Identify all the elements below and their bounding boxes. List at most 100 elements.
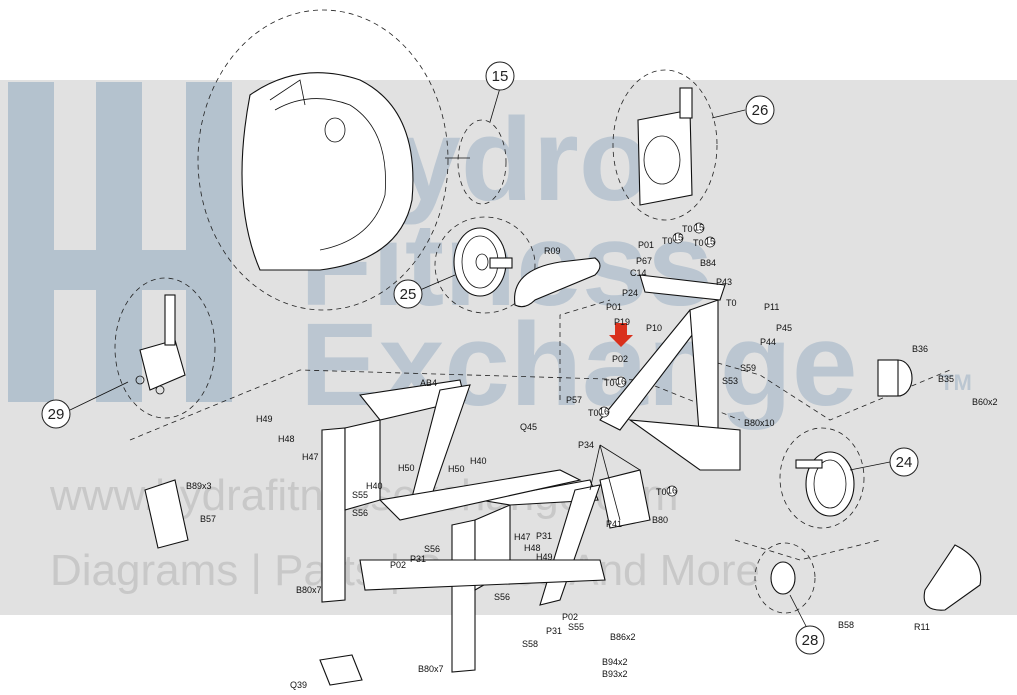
motor-26 <box>637 87 693 206</box>
part-label: P01 <box>606 302 622 312</box>
callout-26-text: 26 <box>752 102 769 119</box>
circled-number: 15 <box>705 237 715 247</box>
part-label: P44 <box>760 337 776 347</box>
callout-26: 26 <box>745 95 775 125</box>
part-label: P24 <box>622 288 638 298</box>
part-label: S56 <box>494 592 510 602</box>
part-label: B86x2 <box>610 632 636 642</box>
part-label: P31 <box>536 531 552 541</box>
callout-15: 15 <box>485 61 515 91</box>
part-label: B36 <box>912 344 928 354</box>
part-label: Q45 <box>520 422 537 432</box>
part-label: R09 <box>544 246 561 256</box>
part-label: P41 <box>606 519 622 529</box>
pointer-arrow <box>609 323 633 347</box>
part-label: T0 <box>588 408 599 418</box>
part-label: P19 <box>614 317 630 327</box>
part-label: T0 <box>682 224 693 234</box>
callout-28: 28 <box>795 625 825 655</box>
callout-25: 25 <box>393 279 423 309</box>
part-label: P43 <box>716 277 732 287</box>
part-label: B94x2 <box>602 657 628 667</box>
part-label: P31 <box>410 554 426 564</box>
circled-numbers: 15 15 15 16 16 16 <box>598 223 716 497</box>
part-label: H47 <box>514 532 531 542</box>
part-label: H50 <box>448 464 465 474</box>
part-label: P02 <box>390 560 406 570</box>
part-label: T0 <box>656 487 667 497</box>
bracket-b57 <box>144 479 189 549</box>
part-label: H40 <box>470 456 487 466</box>
part-label: H48 <box>524 543 541 553</box>
part-label: P67 <box>636 256 652 266</box>
part-label: S56 <box>424 544 440 554</box>
part-label: S56 <box>352 508 368 518</box>
watermark-tm: TM <box>940 370 972 395</box>
part-label: B89x3 <box>186 481 212 491</box>
part-labels: R09 P01 T0 T0 T0 P67 B84 C14 P24 P43 T0 … <box>186 224 998 690</box>
part-label: H49 <box>536 552 553 562</box>
main-frame <box>321 274 741 673</box>
part-label: B80x7 <box>296 585 322 595</box>
part-label: P34 <box>578 440 594 450</box>
roller-b36 <box>877 359 913 397</box>
circled-number: 16 <box>616 377 626 387</box>
part-label: S55 <box>352 490 368 500</box>
part-label: T0 <box>726 298 737 308</box>
watermark-logo <box>8 82 232 402</box>
part-label: B80x10 <box>744 418 775 428</box>
part-label: Q39 <box>290 680 307 690</box>
part-label: S53 <box>722 376 738 386</box>
callout-15-text: 15 <box>492 68 509 85</box>
handle-r09 <box>514 257 601 308</box>
callout-29: 29 <box>41 399 71 429</box>
callout-24-text: 24 <box>896 454 913 471</box>
flywheel-25 <box>453 227 513 297</box>
leader-lines <box>69 87 891 631</box>
part-label: P11 <box>764 302 779 312</box>
part-label: T0 <box>604 378 615 388</box>
part-label: P02 <box>562 612 578 622</box>
part-label: B60x2 <box>972 397 998 407</box>
part-label: P01 <box>638 240 654 250</box>
callout-25-text: 25 <box>400 286 417 303</box>
part-label: S59 <box>740 363 756 373</box>
callout-24: 24 <box>889 447 919 477</box>
part-label: P10 <box>646 323 662 333</box>
circled-number: 16 <box>667 486 677 496</box>
handle-r11 <box>923 544 982 611</box>
part-label: B84 <box>700 258 716 268</box>
part-label: AB4 <box>420 378 437 388</box>
part-label: H49 <box>256 414 273 424</box>
part-label: P45 <box>776 323 792 333</box>
part-label: H48 <box>278 434 295 444</box>
part-label: C14 <box>630 268 647 278</box>
part-label: B93x2 <box>602 669 628 679</box>
roller-28 <box>770 561 796 595</box>
circled-number: 15 <box>694 223 704 233</box>
part-label: B35 <box>938 374 954 384</box>
part-label: S55 <box>568 622 584 632</box>
circled-number: 16 <box>599 407 609 417</box>
part-label: B80 <box>652 515 668 525</box>
flywheel-24 <box>795 451 855 517</box>
shroud-cover <box>241 72 414 271</box>
part-label: H50 <box>398 463 415 473</box>
part-label: B58 <box>838 620 854 630</box>
part-label: P57 <box>566 395 582 405</box>
part-label: S58 <box>522 639 538 649</box>
part-label: R11 <box>914 622 930 632</box>
callout-group: 15 26 25 29 24 28 <box>41 61 919 655</box>
motor-29 <box>135 294 186 395</box>
part-label: H47 <box>302 452 319 462</box>
callout-29-text: 29 <box>48 406 65 423</box>
part-label: P02 <box>612 354 628 364</box>
part-label: T0 <box>693 238 704 248</box>
part-label: H40 <box>366 481 383 491</box>
pad-q39 <box>319 654 363 686</box>
circled-number: 15 <box>673 233 683 243</box>
part-label: P31 <box>546 626 562 636</box>
callout-28-text: 28 <box>802 632 819 649</box>
part-label: T0 <box>662 236 673 246</box>
